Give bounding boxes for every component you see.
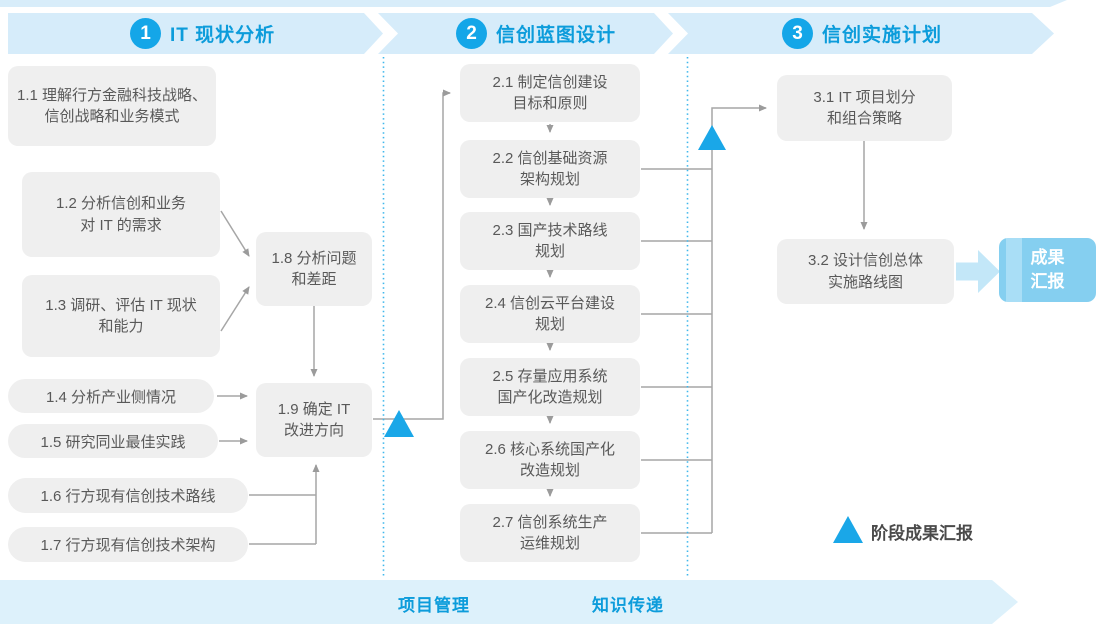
box-3-1: 3.1 IT 项目划分 和组合策略 — [777, 75, 952, 141]
phase-1-title: IT 现状分析 — [170, 25, 276, 46]
box-1-3: 1.3 调研、评估 IT 现状 和能力 — [22, 275, 220, 357]
connector-1-2-to-1-8 — [220, 210, 250, 257]
box-1-7-label: 1.7 行方现有信创技术架构 — [40, 537, 216, 554]
box-2-1-line2: 目标和原则 — [512, 95, 588, 112]
box-2-2-line1: 2.2 信创基础资源 — [492, 149, 608, 167]
box-2-3-line2: 规划 — [534, 243, 565, 260]
phase-3-number-badge: 3 — [782, 18, 813, 49]
phase-3-title: 信创实施计划 — [822, 25, 943, 46]
box-1-9-line1: 1.9 确定 IT — [277, 400, 351, 418]
box-1-6: 1.6 行方现有信创技术路线 — [8, 478, 248, 513]
milestone-triangle-phase2-icon — [698, 125, 726, 150]
box-1-4-label: 1.4 分析产业侧情况 — [45, 388, 177, 406]
box-2-2: 2.2 信创基础资源 架构规划 — [460, 140, 640, 198]
box-2-7-line2: 运维规划 — [519, 535, 580, 552]
legend-triangle-icon — [833, 516, 863, 543]
phase-1-number-badge: 1 — [130, 18, 161, 49]
result-line2: 汇报 — [1030, 272, 1065, 291]
box-1-5-label: 1.5 研究同业最佳实践 — [40, 433, 186, 451]
box-2-6-line1: 2.6 核心系统国产化 — [484, 440, 616, 458]
result-line1: 成果 — [1030, 248, 1065, 268]
box-1-5: 1.5 研究同业最佳实践 — [8, 424, 218, 458]
box-1-1: 1.1 理解行方金融科技战略、 信创战略和业务模式 — [8, 66, 216, 146]
box-1-2-line2: 对 IT 的需求 — [80, 216, 162, 234]
phase-3-header: 3 信创实施计划 — [782, 17, 942, 50]
box-1-2-line1: 1.2 分析信创和业务 — [55, 195, 187, 213]
box-2-5-line2: 国产化改造规划 — [497, 389, 603, 406]
top-edge-strip — [0, 0, 1067, 7]
phase-1-header: 1 IT 现状分析 — [130, 17, 275, 50]
box-2-1: 2.1 制定信创建设 目标和原则 — [460, 64, 640, 122]
box-3-1-line1: 3.1 IT 项目划分 — [813, 88, 916, 106]
box-2-6-line2: 改造规划 — [519, 462, 580, 479]
connector-1-3-to-1-8 — [220, 286, 250, 332]
phase-2-title: 信创蓝图设计 — [496, 25, 617, 46]
box-1-7: 1.7 行方现有信创技术架构 — [8, 527, 248, 562]
box-2-7-line1: 2.7 信创系统生产 — [492, 513, 608, 531]
result-arrow-icon — [956, 250, 1000, 293]
connector-riser-to-3-1 — [711, 104, 767, 533]
box-2-5: 2.5 存量应用系统 国产化改造规划 — [460, 358, 640, 416]
box-3-1-line2: 和组合策略 — [826, 110, 902, 127]
box-1-3-line2: 和能力 — [98, 318, 144, 335]
box-2-7: 2.7 信创系统生产 运维规划 — [460, 504, 640, 562]
box-2-6: 2.6 核心系统国产化 改造规划 — [460, 431, 640, 489]
box-1-2: 1.2 分析信创和业务 对 IT 的需求 — [22, 172, 220, 257]
box-3-2-line1: 3.2 设计信创总体 — [807, 252, 924, 270]
box-2-3: 2.3 国产技术路线 规划 — [460, 212, 640, 270]
box-1-4: 1.4 分析产业侧情况 — [8, 379, 214, 413]
box-2-4-line1: 2.4 信创云平台建设 — [484, 294, 616, 312]
box-1-1-line1: 1.1 理解行方金融科技战略、 — [16, 86, 208, 104]
box-2-4-line2: 规划 — [534, 316, 565, 333]
box-1-6-label: 1.6 行方现有信创技术路线 — [40, 488, 216, 505]
box-3-2-line2: 实施路线图 — [827, 273, 903, 291]
milestone-triangle-phase1-icon — [384, 410, 414, 437]
box-2-2-line2: 架构规划 — [519, 171, 580, 188]
box-1-9-line2: 改进方向 — [283, 422, 344, 439]
box-3-2: 3.2 设计信创总体 实施路线图 — [777, 239, 954, 304]
box-2-5-line1: 2.5 存量应用系统 — [492, 367, 608, 385]
box-2-4: 2.4 信创云平台建设 规划 — [460, 285, 640, 343]
box-1-1-line2: 信创战略和业务模式 — [44, 108, 180, 125]
legend-label: 阶段成果汇报 — [871, 524, 973, 543]
box-1-8: 1.8 分析问题 和差距 — [256, 232, 372, 306]
box-1-8-line1: 1.8 分析问题 — [271, 249, 357, 267]
footer-project-management: 项目管理 — [398, 596, 470, 615]
connector-1-9-to-2-1 — [373, 89, 451, 420]
phase-header-band — [8, 13, 1054, 54]
box-1-3-line1: 1.3 调研、评估 IT 现状 — [45, 296, 197, 314]
phase-2-number-badge: 2 — [456, 18, 487, 49]
footer-band — [0, 580, 1018, 624]
result-box: 成果 汇报 — [999, 238, 1096, 302]
box-2-3-line1: 2.3 国产技术路线 — [492, 221, 608, 239]
box-2-1-line1: 2.1 制定信创建设 — [492, 73, 608, 91]
footer-knowledge-transfer: 知识传递 — [592, 596, 664, 615]
box-1-9: 1.9 确定 IT 改进方向 — [256, 383, 372, 457]
phase-2-header: 2 信创蓝图设计 — [456, 17, 616, 50]
box-1-8-line2: 和差距 — [291, 271, 337, 288]
